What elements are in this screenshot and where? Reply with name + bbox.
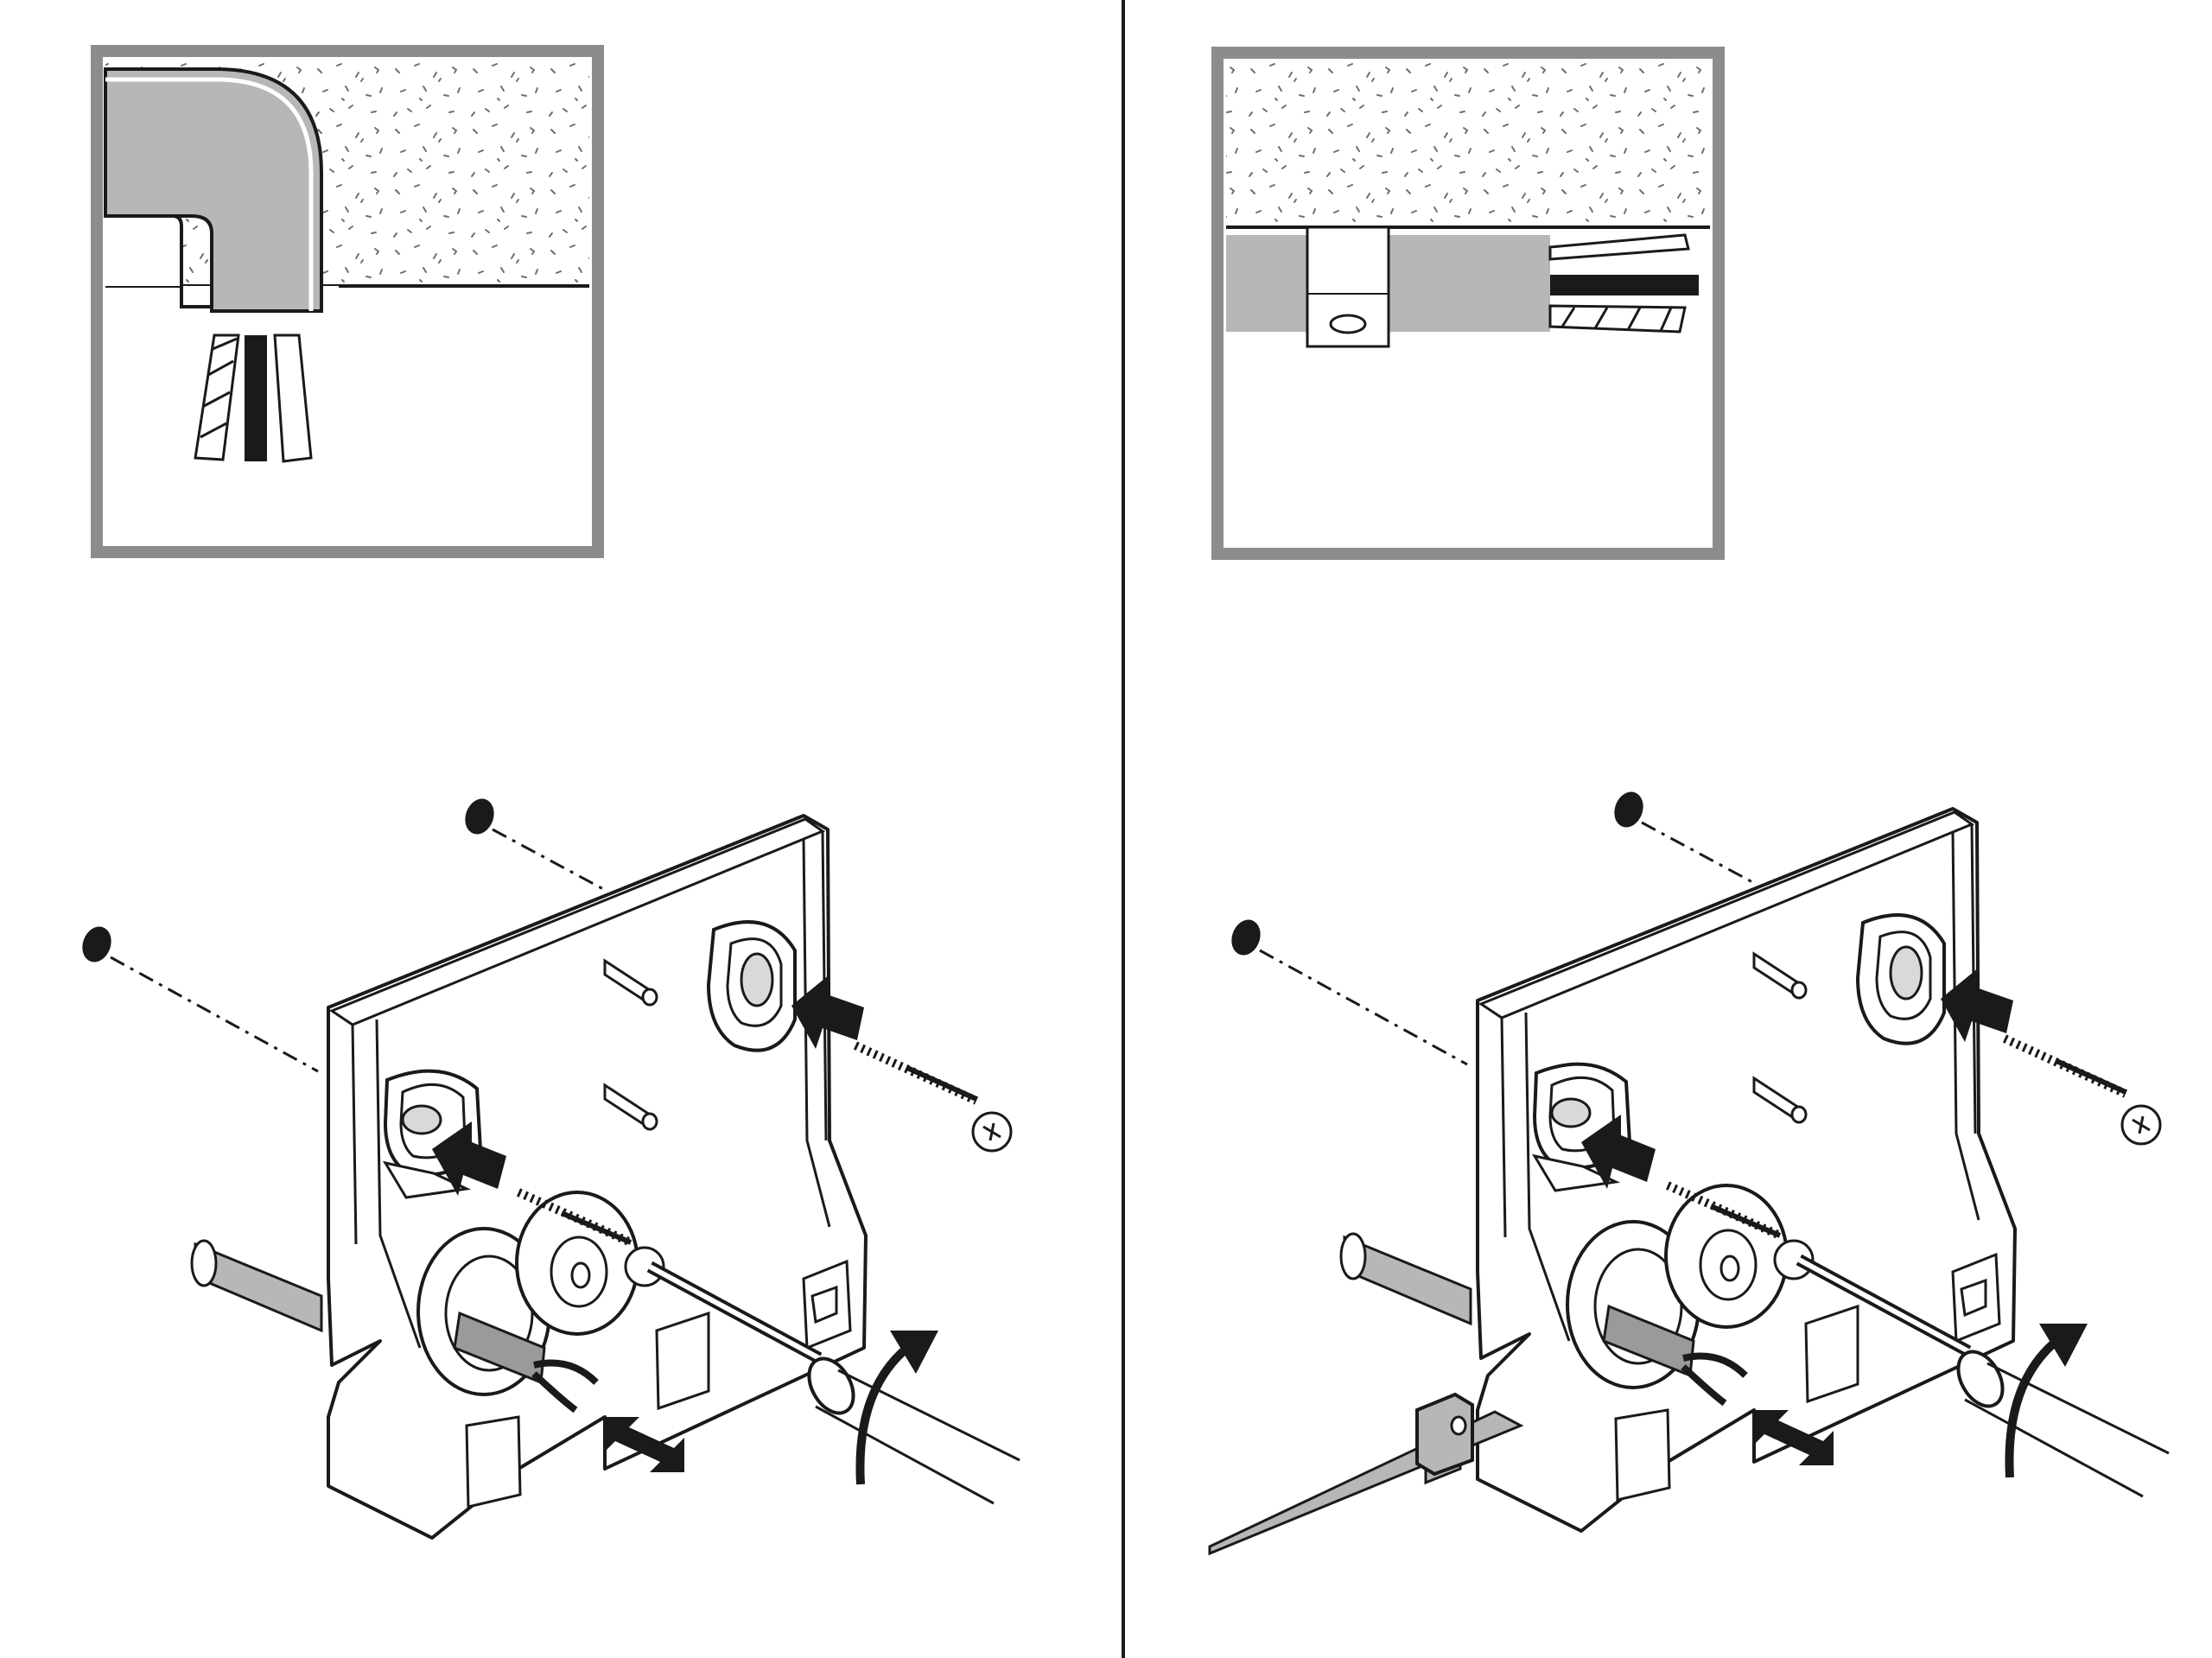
wall-plug-icon xyxy=(465,798,494,835)
base-plate-assembly xyxy=(82,798,1020,1540)
screw-icon xyxy=(853,1041,1013,1153)
wire-white xyxy=(273,334,313,463)
inset-surface-cable xyxy=(1211,47,1725,560)
wire-black xyxy=(245,335,267,461)
inset-flush-conduit xyxy=(91,45,604,558)
screw-icon xyxy=(516,1188,665,1287)
conduit-elbow xyxy=(104,67,323,313)
cable-clip-icon xyxy=(1415,1392,1474,1477)
double-arrow-icon xyxy=(605,1417,684,1472)
base-plate-assembly-right xyxy=(1227,788,2169,1531)
surface-cable-long xyxy=(1208,1392,1524,1556)
screwdriver-icon xyxy=(646,1261,1020,1505)
rotate-arrow-icon xyxy=(855,1331,938,1485)
locating-pegs xyxy=(603,958,658,1131)
push-arrow-icon xyxy=(432,975,864,1196)
wall-plug-icon xyxy=(82,926,111,962)
wire-striped xyxy=(194,334,240,461)
knockout-hole xyxy=(515,1191,639,1336)
screw-boss-upper xyxy=(706,920,797,1052)
cable-clip-icon xyxy=(1306,226,1390,348)
cable-grommet xyxy=(416,1227,599,1413)
